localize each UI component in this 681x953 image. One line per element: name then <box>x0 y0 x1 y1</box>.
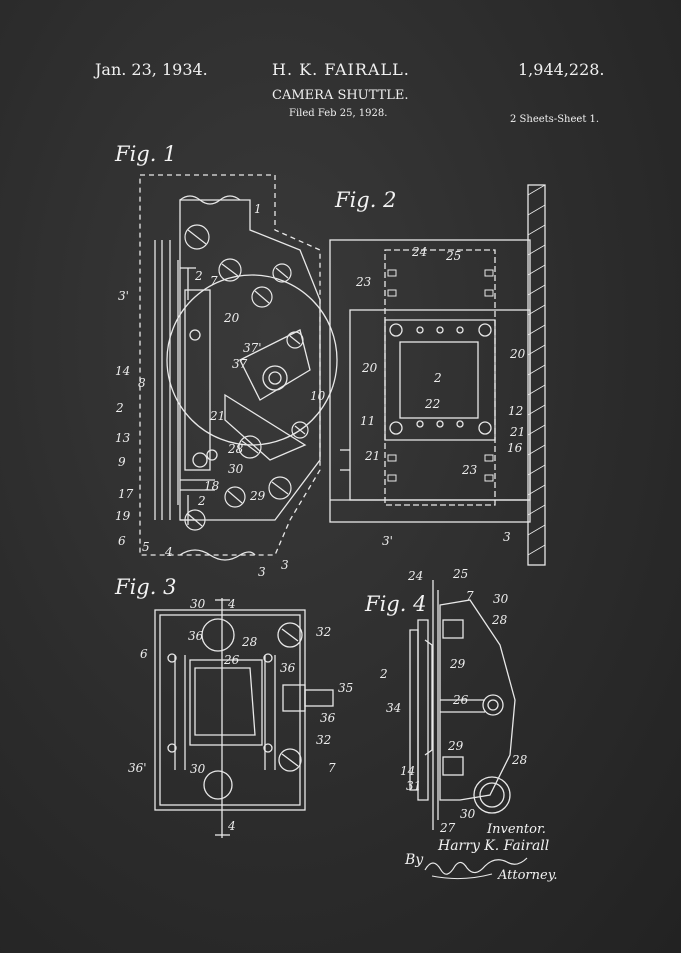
ref-numeral: 26 <box>223 653 240 667</box>
ref-numeral: 28 <box>511 753 528 767</box>
ref-numeral: 20 <box>509 347 526 361</box>
ref-numeral: 3' <box>382 534 393 548</box>
ref-numeral: 20 <box>361 361 378 375</box>
ref-numeral: 30 <box>493 592 509 606</box>
ref-numeral: 24 <box>407 569 423 583</box>
ref-numeral: 7 <box>328 761 336 775</box>
ref-numeral: 21 <box>364 449 380 463</box>
ref-numeral: 20 <box>223 311 240 325</box>
ref-numeral: 26 <box>452 693 469 707</box>
ref-numeral: 18 <box>204 479 220 493</box>
ref-numeral: 25 <box>452 567 468 581</box>
reference-numerals: 1 2 3' 7 20 37' 37 14 8 2 13 21 10 9 28 … <box>115 202 528 835</box>
fig4-drawing <box>409 580 516 830</box>
filed-date: Filed Feb 25, 1928. <box>289 108 388 119</box>
ref-numeral: 14 <box>400 764 415 778</box>
ref-numeral: 5 <box>142 540 150 554</box>
inventor-signature: Harry K. Fairall <box>438 838 550 854</box>
ref-numeral: 2 <box>115 401 124 415</box>
ref-numeral: 21 <box>509 425 525 439</box>
ref-numeral: 8 <box>138 376 146 390</box>
ref-numeral: 27 <box>439 821 456 835</box>
attorney-signature-scribble <box>424 857 528 875</box>
ref-numeral: 2 <box>379 667 388 681</box>
ref-numeral: 35 <box>338 681 353 695</box>
figure-2-label: Fig. 2 <box>335 188 397 212</box>
fig2-drawing <box>329 184 546 566</box>
ref-numeral: 36 <box>280 661 296 675</box>
ref-numeral: 28 <box>491 613 508 627</box>
ref-numeral: 23 <box>355 275 372 289</box>
ref-numeral: 28 <box>241 635 258 649</box>
ref-numeral: 36' <box>128 761 147 775</box>
ref-numeral: 2 <box>433 371 442 385</box>
ref-numeral: 3' <box>118 289 129 303</box>
ref-numeral: 31 <box>406 779 421 793</box>
ref-numeral: 10 <box>310 389 326 403</box>
ref-numeral: 30 <box>190 597 206 611</box>
ref-numeral: 25 <box>445 249 461 263</box>
ref-numeral: 2 <box>194 269 203 283</box>
ref-numeral: 9 <box>118 455 126 469</box>
ref-numeral: 16 <box>507 441 523 455</box>
patent-date: Jan. 23, 1934. <box>95 60 208 79</box>
ref-numeral: 14 <box>115 364 130 378</box>
inventor-label: Inventor. <box>487 822 546 837</box>
ref-numeral: 30 <box>460 807 476 821</box>
ref-numeral: 6 <box>140 647 148 661</box>
ref-numeral: 30 <box>228 462 244 476</box>
patent-title: CAMERA SHUTTLE. <box>272 88 409 103</box>
ref-numeral: 2 <box>197 494 206 508</box>
figure-1-label: Fig. 1 <box>115 142 177 166</box>
ref-numeral: 3 <box>281 558 289 572</box>
sheet-count: 2 Sheets-Sheet 1. <box>510 114 600 125</box>
ref-numeral: 7 <box>466 589 474 603</box>
figure-3-label: Fig. 3 <box>115 575 177 599</box>
ref-numeral: 1 <box>254 202 262 216</box>
attorney-label: Attorney. <box>498 868 558 883</box>
ref-numeral: 13 <box>115 431 131 445</box>
patent-number: 1,944,228. <box>518 60 605 79</box>
fig3-drawing <box>154 598 334 838</box>
ref-numeral: 22 <box>424 397 440 411</box>
ref-numeral: 4 <box>227 819 236 833</box>
by-label: By <box>405 852 424 868</box>
ref-numeral: 23 <box>461 463 478 477</box>
fig1-drawing <box>139 174 338 561</box>
ref-numeral: 36 <box>188 629 204 643</box>
ref-numeral: 4 <box>227 597 236 611</box>
ref-numeral: 37 <box>232 357 248 371</box>
ref-numeral: 32 <box>316 625 331 639</box>
ref-numeral: 12 <box>508 404 523 418</box>
ref-numeral: 3 <box>503 530 511 544</box>
ref-numeral: 21 <box>209 409 225 423</box>
figure-4-label: Fig. 4 <box>365 592 427 616</box>
ref-numeral: 30 <box>190 762 206 776</box>
inventor-name-header: H. K. FAIRALL. <box>272 60 410 79</box>
ref-numeral: 4 <box>164 545 173 559</box>
ref-numeral: 3 <box>258 565 266 579</box>
ref-numeral: 37' <box>243 341 262 355</box>
ref-numeral: 28 <box>227 442 244 456</box>
ref-numeral: 36 <box>320 711 336 725</box>
ref-numeral: 32 <box>316 733 331 747</box>
ref-numeral: 29 <box>449 657 466 671</box>
ref-numeral: 7 <box>210 274 218 288</box>
ref-numeral: 34 <box>386 701 401 715</box>
ref-numeral: 19 <box>115 509 131 523</box>
ref-numeral: 11 <box>360 414 375 428</box>
ref-numeral: 24 <box>411 245 427 259</box>
ref-numeral: 6 <box>118 534 126 548</box>
ref-numeral: 29 <box>249 489 266 503</box>
signature-underline <box>431 873 493 880</box>
ref-numeral: 29 <box>447 739 464 753</box>
ref-numeral: 17 <box>118 487 134 501</box>
